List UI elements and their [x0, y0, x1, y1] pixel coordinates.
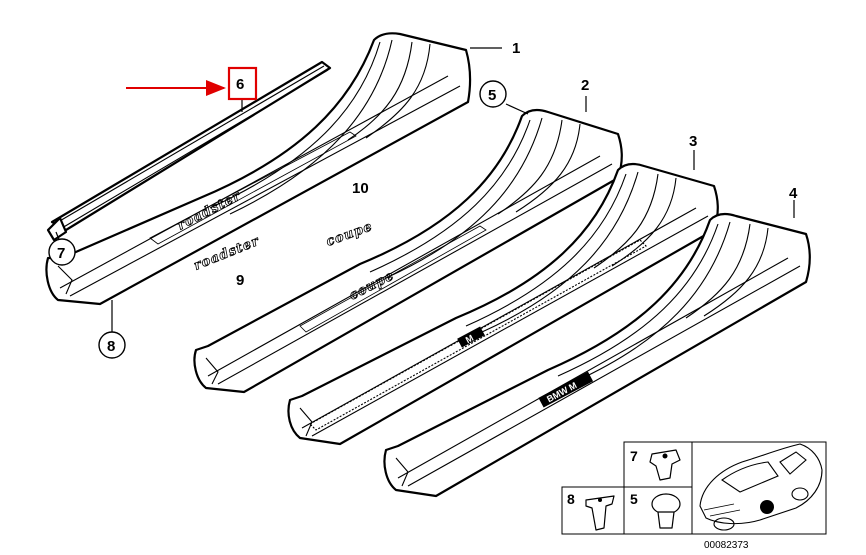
callout-6[interactable]: 6: [236, 76, 244, 93]
sill-trim-part-8[interactable]: [45, 32, 472, 306]
svg-text:5: 5: [630, 491, 638, 507]
sill-trim-part-2[interactable]: [193, 108, 623, 394]
callout-10[interactable]: 10: [352, 180, 369, 197]
svg-text:8: 8: [567, 491, 575, 507]
coupe-emblem-part-10[interactable]: coupe: [324, 219, 375, 250]
callout-3[interactable]: 3: [689, 133, 697, 150]
inset-clip-8[interactable]: 8: [567, 491, 615, 531]
sill-trim-part-4[interactable]: [383, 212, 811, 498]
inset-clip-7[interactable]: 7: [630, 448, 681, 481]
svg-text:5: 5: [488, 87, 496, 104]
callout-1[interactable]: 1: [512, 40, 520, 57]
highlight-box-6[interactable]: [227, 66, 258, 101]
inset-car-illustration: [699, 443, 823, 531]
inset-clip-5[interactable]: 5: [630, 491, 681, 529]
svg-text:8: 8: [107, 338, 115, 355]
svg-text:M: M: [464, 333, 475, 345]
svg-text:7: 7: [57, 245, 65, 262]
trim-strip-part-6[interactable]: [46, 60, 332, 242]
sill-trim-part-3[interactable]: [287, 162, 719, 446]
diagram-reference-number: 00082373: [704, 540, 749, 551]
callout-7[interactable]: 7: [48, 238, 76, 266]
callout-9[interactable]: 9: [236, 272, 244, 289]
callout-8[interactable]: 8: [98, 331, 126, 359]
leader-5: [505, 103, 529, 115]
inset-panel: [561, 441, 827, 535]
m-logo-emblem: M: [457, 326, 485, 348]
callout-4[interactable]: 4: [789, 185, 798, 202]
callout-5[interactable]: 5: [479, 80, 507, 108]
location-marker-icon: [760, 500, 774, 514]
callout-2[interactable]: 2: [581, 77, 589, 94]
svg-text:7: 7: [630, 448, 638, 464]
